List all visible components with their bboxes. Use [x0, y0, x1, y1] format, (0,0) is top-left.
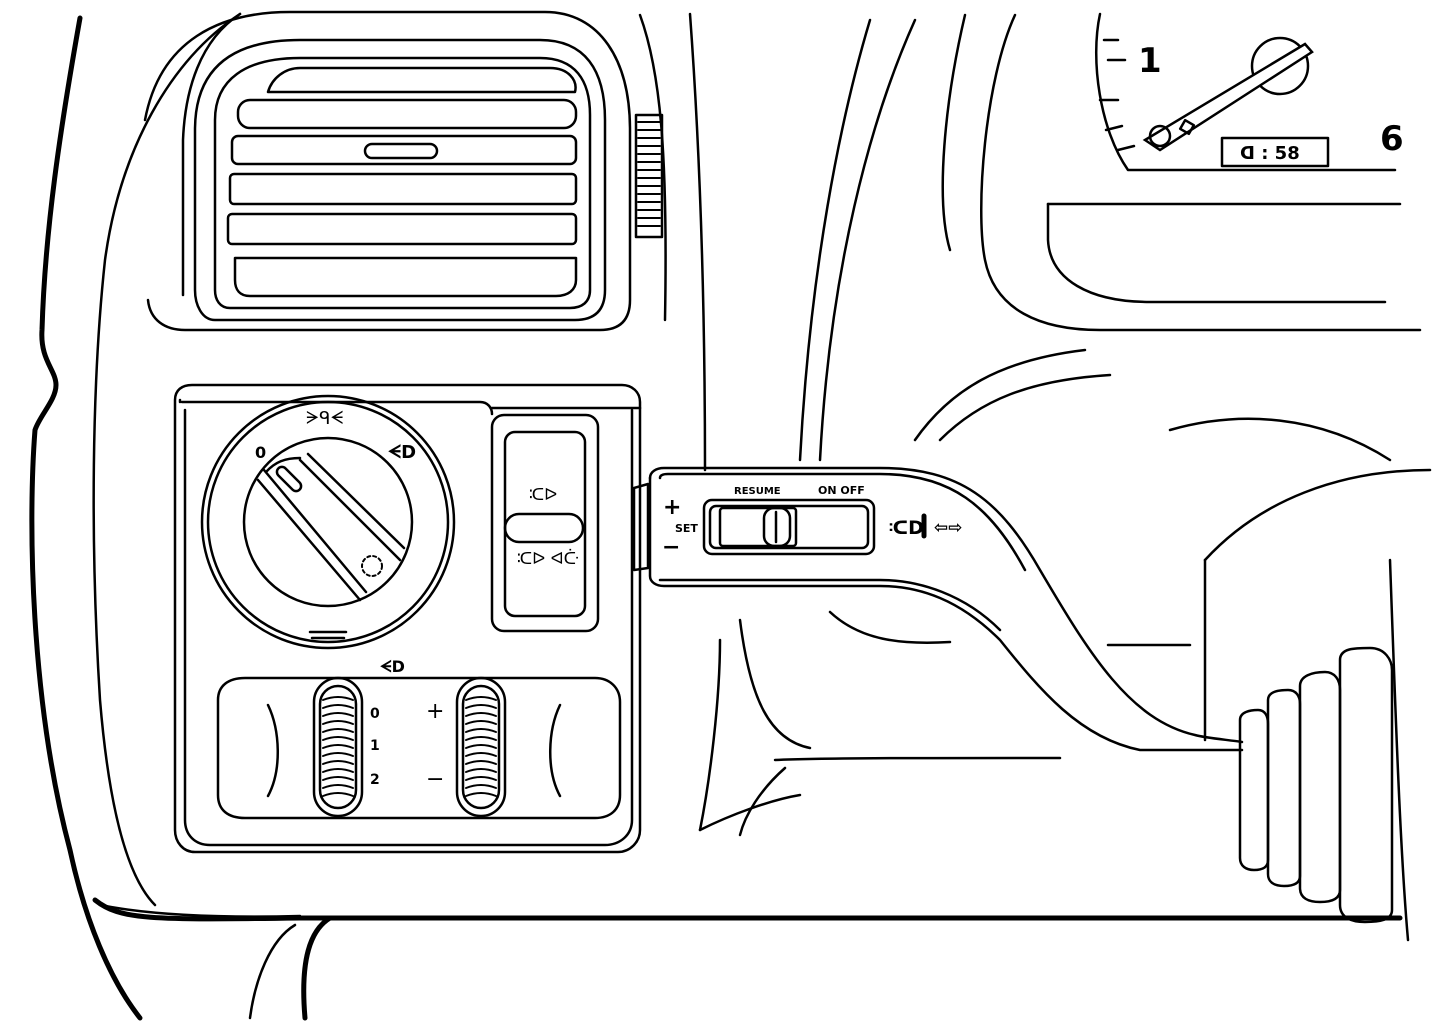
wheel-rib [465, 752, 497, 757]
headlight-range-icon: ᗕD [380, 657, 405, 676]
instrument-dimmer-wheel[interactable] [455, 676, 507, 818]
headlight-range-wheel[interactable] [312, 676, 364, 818]
gauge-tick-1: 1 [1138, 41, 1162, 81]
wheel-rib [465, 720, 497, 725]
odometer-display [1220, 136, 1330, 168]
wheel-rib [322, 712, 354, 717]
wheel-rib [322, 744, 354, 749]
cruise-plus: + [663, 495, 681, 520]
wheel-rib [322, 776, 354, 781]
wheel-rib [322, 720, 354, 725]
air-vent [143, 10, 632, 332]
instrument-cluster: 1 6 ᗡ : 58 [941, 12, 1422, 332]
high-beam-icon: ᑥD [888, 517, 924, 539]
rear-fog-knob-icon [361, 555, 383, 577]
cruise-resume-label: RESUME [734, 486, 781, 497]
wheel-rib [465, 704, 497, 709]
dimmer-minus: − [426, 767, 444, 792]
wheel-rib [465, 728, 497, 733]
wheel-rib [322, 728, 354, 733]
dimmer-plus: + [426, 699, 444, 724]
cruise-set-label: SET [675, 522, 698, 535]
wheel-rib [465, 744, 497, 749]
cruise-on-off-label: ON OFF [818, 484, 865, 497]
rear-fog-icon: ᑥᐅ ᐊᑤ [516, 548, 579, 569]
wheel-rib [322, 760, 354, 765]
fog-light-switch[interactable] [490, 413, 600, 633]
headlight-rotary-switch[interactable] [200, 394, 456, 650]
vent-thumbwheel[interactable] [634, 113, 664, 239]
light-switch-panel [173, 383, 642, 854]
parking-light-icon: ᗒᑫᗕ [306, 408, 343, 429]
wheel-rib [465, 792, 497, 797]
cruise-control-stalk[interactable] [632, 466, 1244, 752]
wheel-rib [322, 792, 354, 797]
wheel-rib [322, 784, 354, 789]
stalk-grip[interactable] [1238, 646, 1394, 924]
wheel-rib [322, 752, 354, 757]
front-fog-icon: ᑥᐅ [528, 485, 557, 505]
wheel-rib [465, 768, 497, 773]
wheel-rib [322, 736, 354, 741]
switch-position-off: 0 [255, 443, 266, 462]
wheel-rib [322, 696, 354, 701]
cruise-minus: − [662, 535, 680, 560]
wheel-rib [465, 696, 497, 701]
low-beam-icon: ᗕD [388, 442, 416, 463]
wheel-rib [465, 736, 497, 741]
gauge-tick-6: 6 [1380, 119, 1404, 159]
dashboard-left-edge [29, 12, 1403, 1021]
wheel-rib [465, 776, 497, 781]
wheel-rib [465, 760, 497, 765]
range-label-0: 0 [370, 706, 380, 722]
turn-signal-arrows-icon: ⇦⇨ [934, 518, 963, 538]
wheel-rib [322, 768, 354, 773]
range-label-1: 1 [370, 738, 380, 754]
console-contour-lines [638, 12, 1432, 942]
wheel-rib [465, 712, 497, 717]
dimmer-panel [216, 676, 622, 820]
wheel-rib [465, 784, 497, 789]
range-label-2: 2 [370, 772, 380, 788]
wheel-rib [322, 704, 354, 709]
odometer-readout: ᗡ : 58 [1240, 143, 1300, 164]
